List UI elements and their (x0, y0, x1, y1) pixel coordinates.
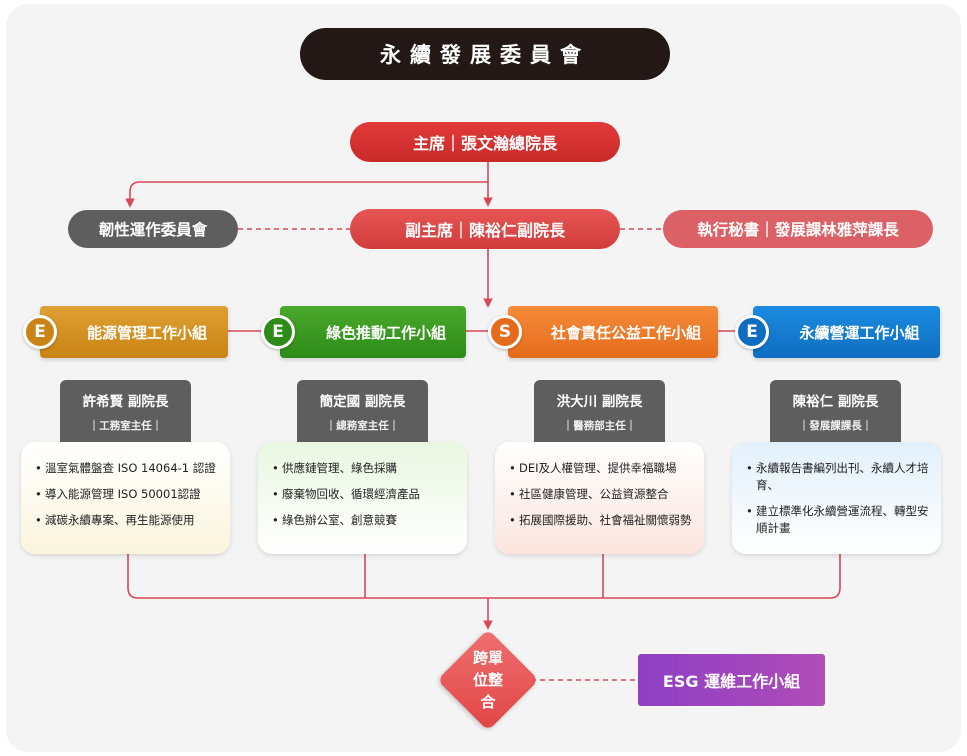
chair-to-resilience-arrow (125, 181, 488, 208)
leader-social: 洪大川 副院長 ｜醫務部主任｜ (534, 380, 665, 442)
cards-bus-line (127, 554, 841, 599)
cross-unit-label: 跨單位整合 (472, 649, 503, 711)
esg-group-node: ESG 運維工作小組 (638, 654, 825, 706)
chair-node: 主席｜張文瀚總院長 (350, 122, 620, 162)
leader-name: 洪大川 副院長 (556, 393, 643, 410)
leader-role: ｜總務室主任｜ (325, 419, 400, 432)
list-item: DEI及人權管理、提供幸福職場 (509, 460, 692, 477)
list-item: 導入能源管理 ISO 50001認證 (35, 486, 218, 503)
tasks-card-green: 供應鏈管理、綠色採購 廢棄物回收、循環經濟產品 綠色辦公室、創意競賽 (258, 442, 467, 554)
list-item: 供應鏈管理、綠色採購 (272, 460, 455, 477)
group-operations: 永續營運工作小組 (753, 306, 940, 358)
vice-chair-node: 副主席｜陳裕仁副院長 (350, 209, 620, 249)
list-item: 社區健康管理、公益資源整合 (509, 486, 692, 503)
list-item: 永續報告書編列出刊、永續人才培育、 (746, 460, 929, 494)
list-item: 建立標準化永續營運流程、轉型安順計畫 (746, 503, 929, 537)
leader-role: ｜工務室主任｜ (88, 419, 163, 432)
tasks-card-operations: 永續報告書編列出刊、永續人才培育、 建立標準化永續營運流程、轉型安順計畫 (732, 442, 941, 554)
cross-unit-node: 跨單位整合 (437, 629, 539, 731)
badge-e-icon: E (735, 315, 769, 349)
list-item: 綠色辦公室、創意競賽 (272, 512, 455, 529)
leader-energy: 許希賢 副院長 ｜工務室主任｜ (60, 380, 191, 442)
list-item: 廢棄物回收、循環經濟產品 (272, 486, 455, 503)
resilience-committee-node: 韌性運作委員會 (68, 210, 238, 248)
list-item: 減碳永續專案、再生能源使用 (35, 512, 218, 529)
badge-s-icon: S (488, 315, 522, 349)
leader-role: ｜發展課課長｜ (798, 419, 873, 432)
group-energy: 能源管理工作小組 (40, 306, 228, 358)
leader-operations: 陳裕仁 副院長 ｜發展課課長｜ (770, 380, 901, 442)
group-green: 綠色推動工作小組 (280, 306, 466, 358)
leader-role: ｜醫務部主任｜ (562, 419, 637, 432)
page-title: 永續發展委員會 (300, 28, 670, 80)
leader-name: 陳裕仁 副院長 (792, 393, 879, 410)
secretary-node: 執行秘書｜發展課林雅萍課長 (663, 210, 933, 248)
badge-e-icon: E (261, 315, 295, 349)
group-social: 社會責任公益工作小組 (508, 306, 718, 358)
list-item: 溫室氣體盤查 ISO 14064-1 認證 (35, 460, 218, 477)
leader-name: 許希賢 副院長 (82, 393, 169, 410)
tasks-card-social: DEI及人權管理、提供幸福職場 社區健康管理、公益資源整合 拓展國際援助、社會福… (495, 442, 704, 554)
leader-name: 簡定國 副院長 (319, 393, 406, 410)
list-item: 拓展國際援助、社會福祉關懷弱勢 (509, 512, 692, 529)
leader-green: 簡定國 副院長 ｜總務室主任｜ (297, 380, 428, 442)
badge-e-icon: E (23, 315, 57, 349)
tasks-card-energy: 溫室氣體盤查 ISO 14064-1 認證 導入能源管理 ISO 50001認證… (21, 442, 230, 554)
